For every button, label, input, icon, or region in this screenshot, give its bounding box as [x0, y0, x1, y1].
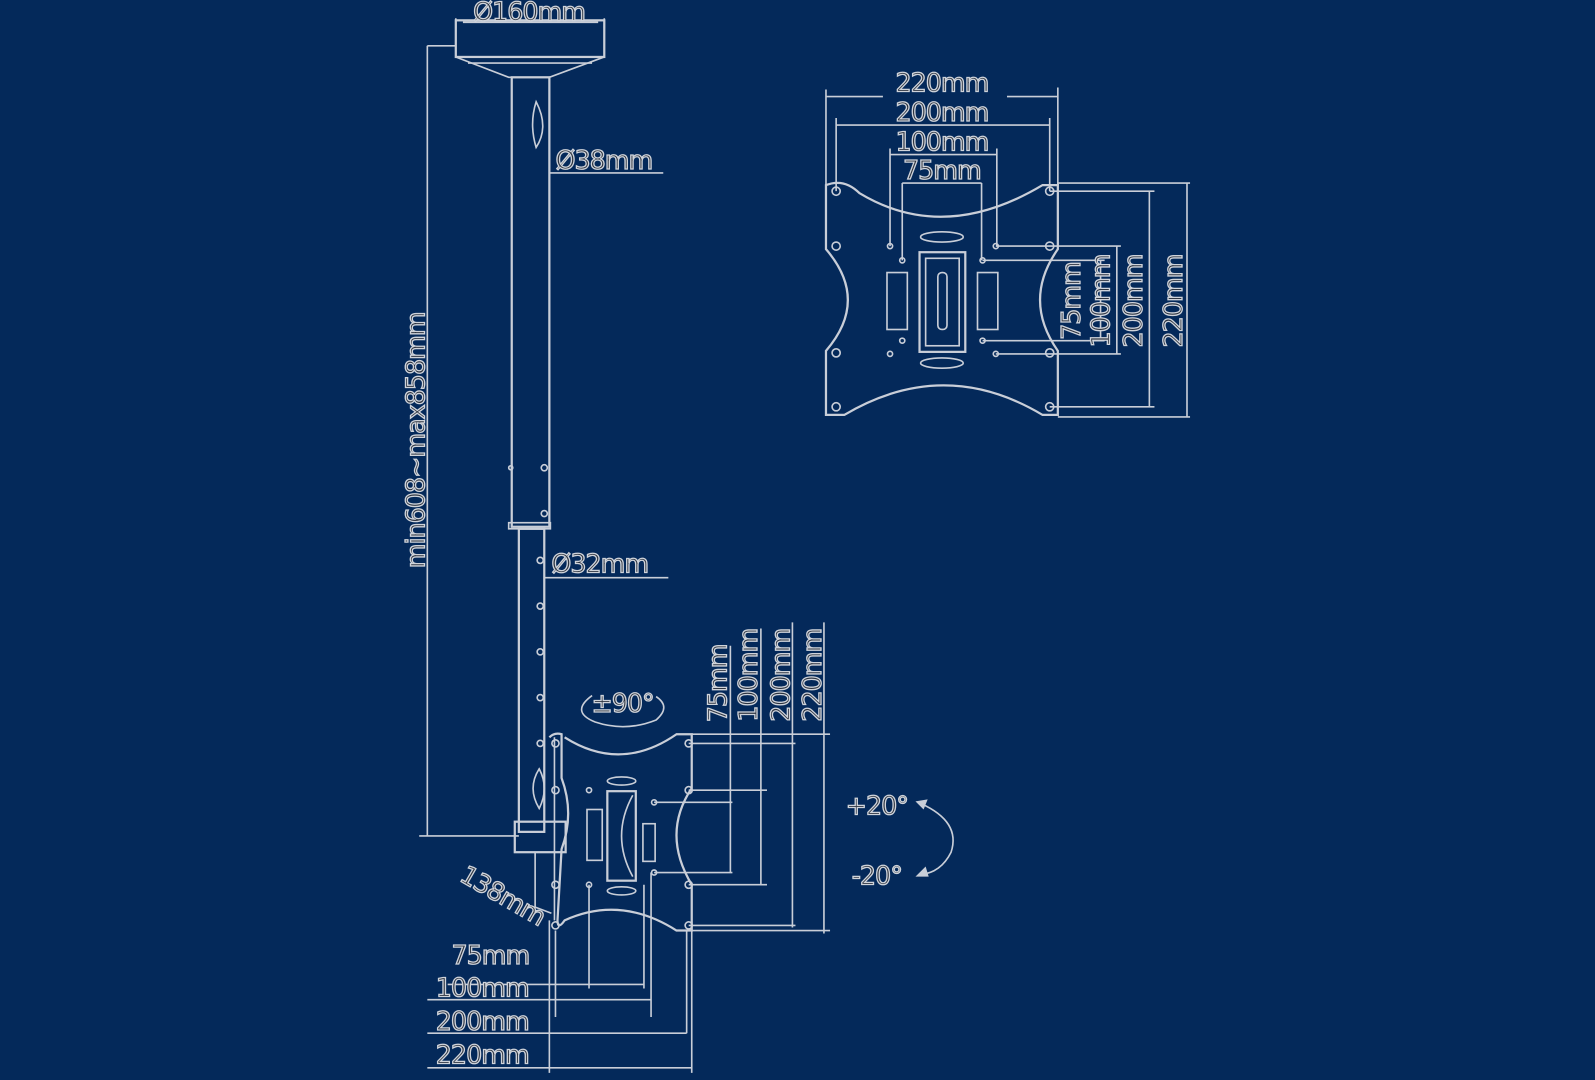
side-width-75-label: 75mm [451, 940, 529, 970]
top-height-200-label: 200mm [1118, 255, 1148, 348]
top-width-75-label: 75mm [903, 155, 981, 185]
top-height-220-label: 220mm [1158, 255, 1188, 348]
ceiling-plate-diameter-label: Ø160mm [473, 0, 585, 26]
tilt-down-label: -20° [852, 861, 902, 891]
side-height-100-label: 100mm [733, 629, 763, 722]
tilt-down-arrow-icon [915, 866, 929, 877]
top-height-75-label: 75mm [1056, 262, 1086, 340]
top-width-220-label: 220mm [895, 68, 988, 98]
side-width-100-label: 100mm [436, 973, 529, 1003]
top-width-200-label: 200mm [895, 97, 988, 127]
depth-label: 138mm [455, 859, 550, 931]
side-width-220-label: 220mm [436, 1040, 529, 1070]
upper-tube-diameter-label: Ø38mm [555, 145, 652, 175]
ceiling-pole: Ø160mm Ø38mm Ø32mm min608~max858mm [400, 0, 669, 854]
side-height-75-label: 75mm [702, 645, 732, 723]
tilt-up-label: +20° [846, 791, 908, 821]
tilt-up-arrow-icon [915, 799, 928, 810]
side-width-200-label: 200mm [436, 1006, 529, 1036]
lower-tube-diameter-label: Ø32mm [551, 549, 648, 579]
side-height-200-label: 200mm [765, 629, 795, 722]
top-height-100-label: 100mm [1086, 255, 1116, 348]
tilt-indicator: +20° -20° [845, 790, 954, 891]
rotation-label: ±90° [591, 688, 653, 718]
top-width-100-label: 100mm [895, 127, 988, 157]
pole-holes [507, 463, 549, 748]
vesa-plate-side: ±90° 75mm 100mm 200mm 220mm 75mm 100mm 2… [427, 622, 954, 1073]
side-height-220-label: 220mm [797, 629, 827, 722]
rotation-indicator: ±90° [580, 687, 665, 728]
vesa-plate-front: 220mm 200mm 100mm 75mm 75mm 100mm 200mm … [824, 67, 1191, 418]
mounting-holes [831, 186, 1055, 412]
height-range-label: min608~max858mm [400, 312, 430, 568]
